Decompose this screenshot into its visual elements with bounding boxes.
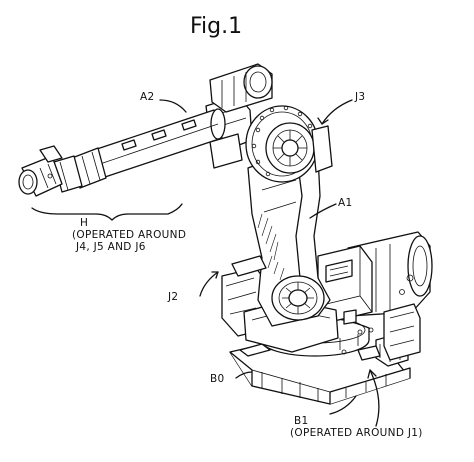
label-b1: B1 <box>294 415 308 427</box>
label-h: H <box>80 217 88 229</box>
leader-lines <box>31 99 380 427</box>
upper-joint <box>205 63 333 183</box>
label-h-note-line1: (OPERATED AROUND <box>72 229 186 241</box>
label-b1-note: (OPERATED AROUND J1) <box>290 427 423 439</box>
arm-a1 <box>231 149 331 327</box>
label-j3: J3 <box>354 91 365 103</box>
label-a1: A1 <box>338 197 352 209</box>
wrist-h <box>18 145 63 197</box>
figure-title: Fig.1 <box>190 14 242 39</box>
label-j2: J2 <box>167 291 178 303</box>
label-h-note-line2: J4, J5 AND J6 <box>75 241 146 253</box>
arm-a2 <box>53 108 226 193</box>
label-a2: A2 <box>140 91 154 103</box>
label-b0: B0 <box>210 373 224 385</box>
